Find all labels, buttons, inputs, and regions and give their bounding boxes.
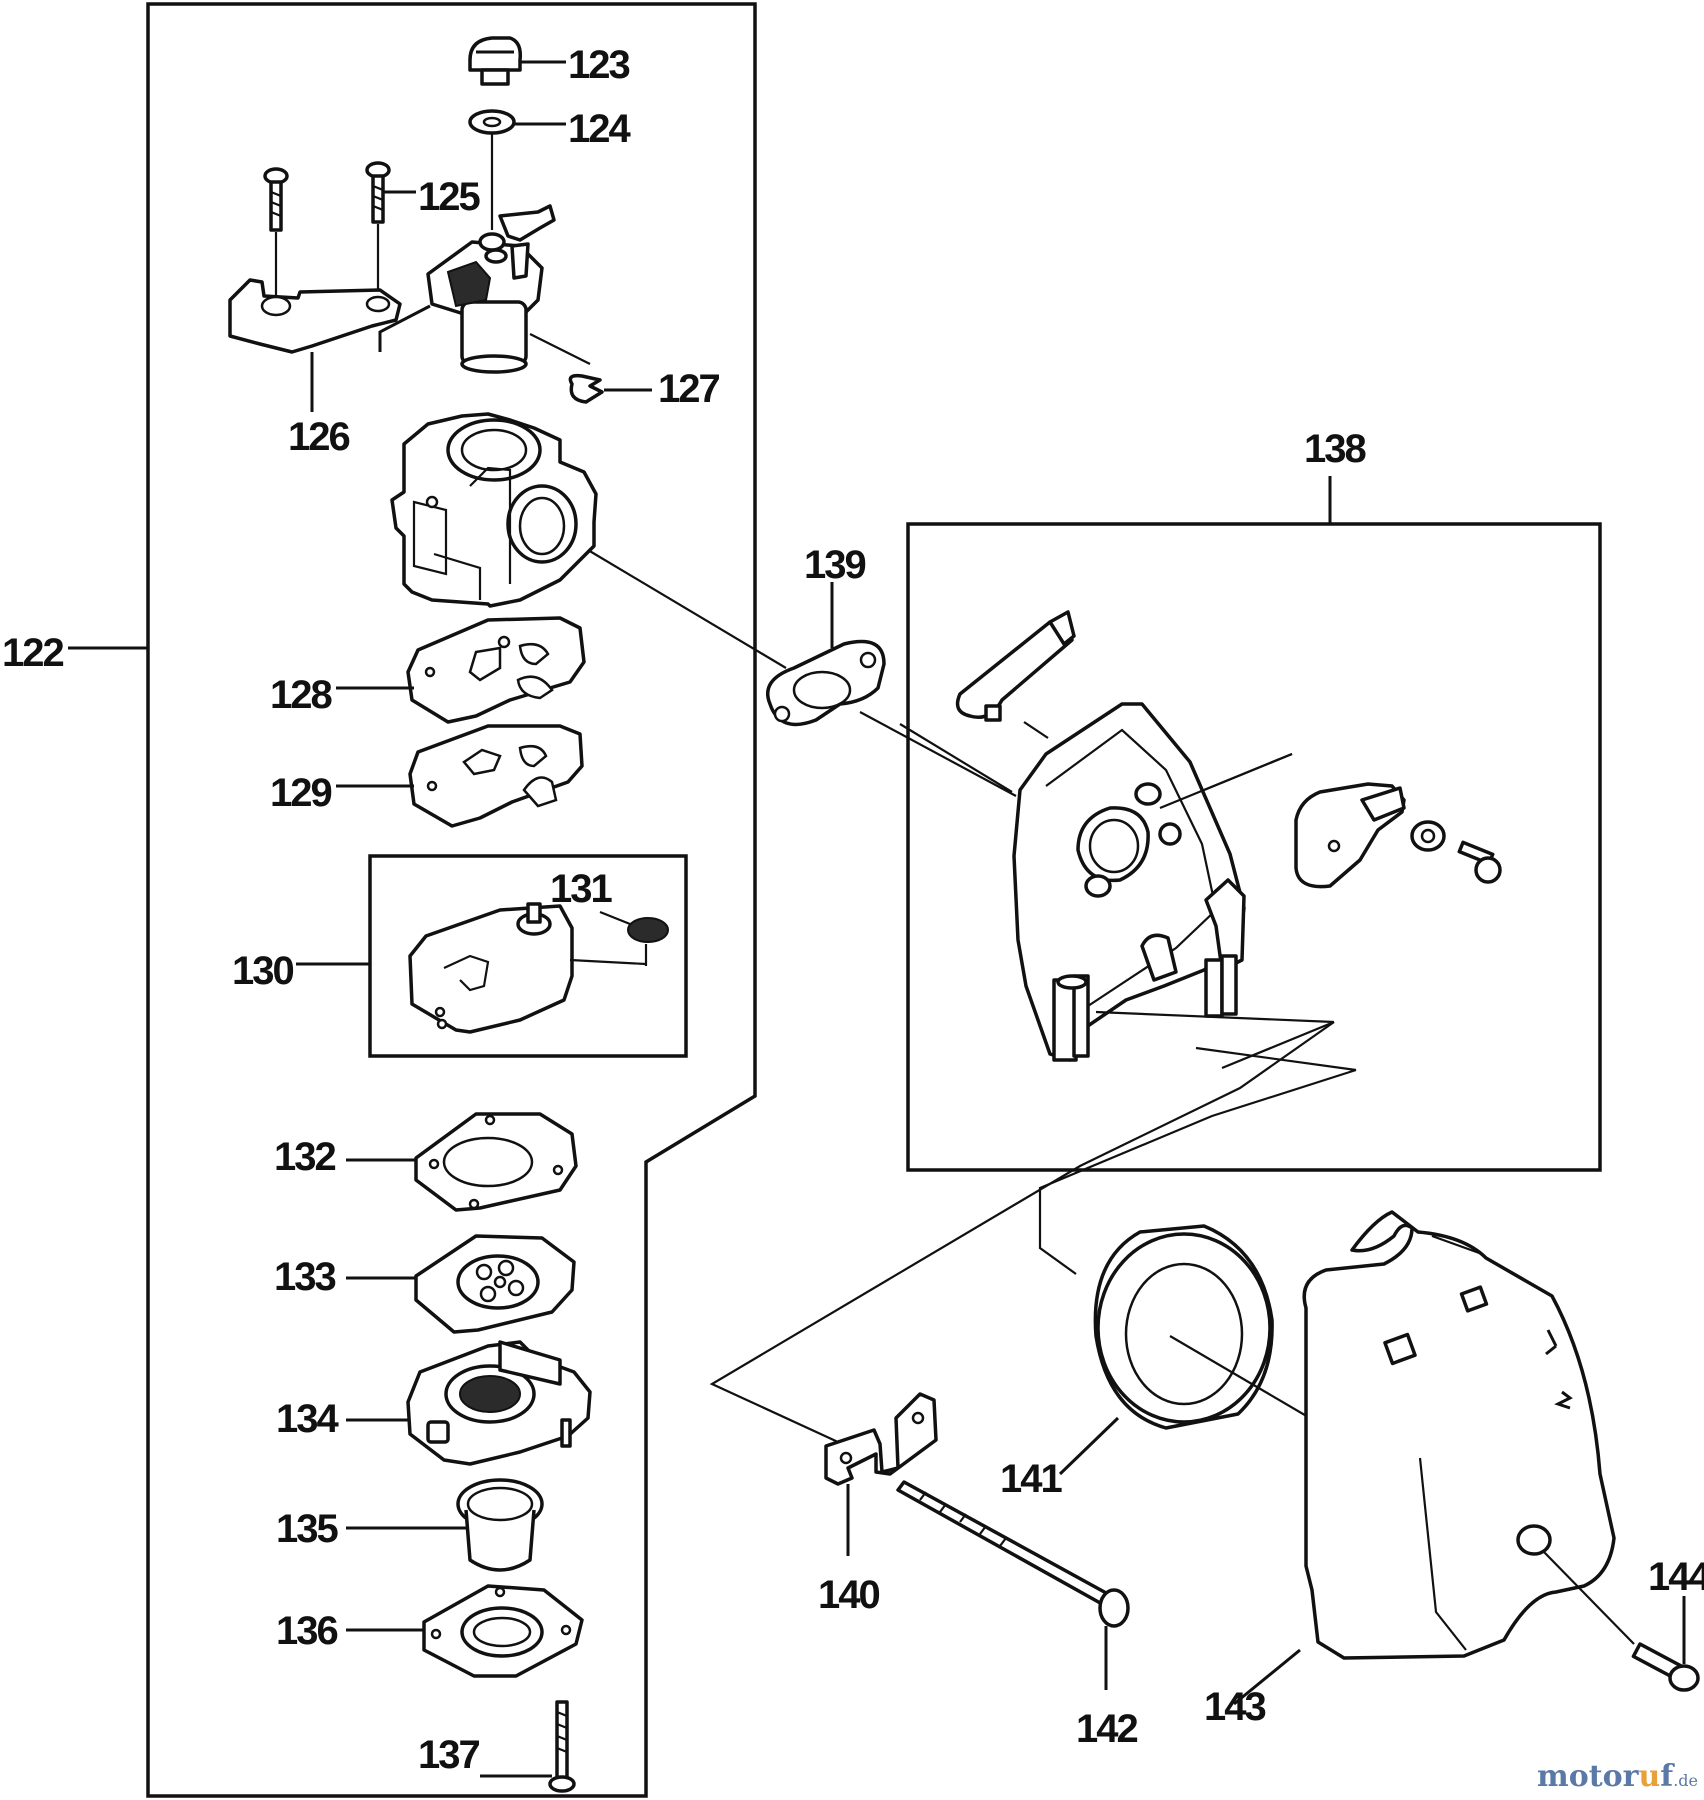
part-137-screw <box>480 1700 576 1793</box>
part-125-screws <box>263 161 416 296</box>
label-144: 144 <box>1648 1555 1704 1599</box>
label-141: 141 <box>1000 1457 1062 1501</box>
label-126: 126 <box>288 415 349 459</box>
part-127-throttle-body <box>378 204 652 404</box>
label-142: 142 <box>1076 1707 1137 1751</box>
label-138: 138 <box>1304 427 1366 471</box>
label-140: 140 <box>818 1573 879 1617</box>
label-139: 139 <box>804 543 865 587</box>
watermark-logo: motoruf.de <box>1537 1759 1698 1794</box>
part-139-intake-gasket <box>766 582 1017 797</box>
label-131: 131 <box>550 867 612 911</box>
label-143: 143 <box>1204 1685 1265 1729</box>
label-133: 133 <box>274 1255 335 1299</box>
part-141-foam-filter <box>1058 1224 1345 1476</box>
part-136-flange <box>346 1584 584 1678</box>
part-130-pump-body <box>296 854 688 1058</box>
air-cleaner-assembly-frame <box>906 522 1602 1172</box>
watermark-main: motor <box>1537 1759 1639 1794</box>
part-124-washer <box>468 109 566 230</box>
label-125: 125 <box>418 175 480 219</box>
part-133-diaphragm <box>346 1234 576 1334</box>
part-140-bracket <box>824 1392 938 1556</box>
label-127: 127 <box>658 367 719 411</box>
watermark-accent: u <box>1638 1759 1661 1794</box>
label-136: 136 <box>276 1609 337 1653</box>
part-144-screw <box>1543 1551 1700 1692</box>
part-123-cap-screw <box>468 36 566 86</box>
part-142-bolt <box>896 1480 1130 1690</box>
carburetor-assembly-frame <box>146 2 757 1798</box>
part-129-gasket <box>336 724 584 828</box>
part-132-gasket <box>346 1112 578 1212</box>
part-135-primer-cup <box>346 1478 544 1572</box>
label-132: 132 <box>274 1135 335 1179</box>
label-137: 137 <box>418 1733 479 1777</box>
part-126-bracket <box>228 278 402 412</box>
label-123: 123 <box>568 43 629 87</box>
carburetor-body <box>390 412 787 669</box>
watermark-tld: .de <box>1673 1771 1698 1790</box>
part-143-air-cleaner-cover <box>1233 1210 1616 1706</box>
label-124: 124 <box>568 107 631 151</box>
air-cleaner-base <box>899 702 1293 1062</box>
part-131-filter-screen <box>599 910 669 966</box>
label-122: 122 <box>2 631 63 675</box>
watermark-tail: f <box>1660 1759 1674 1794</box>
label-135: 135 <box>276 1507 338 1551</box>
label-129: 129 <box>270 771 331 815</box>
choke-lever <box>955 610 1076 739</box>
part-128-gasket <box>336 616 586 724</box>
label-130: 130 <box>232 949 293 993</box>
part-134-pump-cover <box>346 1340 592 1466</box>
label-134: 134 <box>276 1397 339 1441</box>
connector-lines <box>709 1010 1357 1443</box>
choke-shutter <box>1294 782 1502 889</box>
label-128: 128 <box>270 673 332 717</box>
